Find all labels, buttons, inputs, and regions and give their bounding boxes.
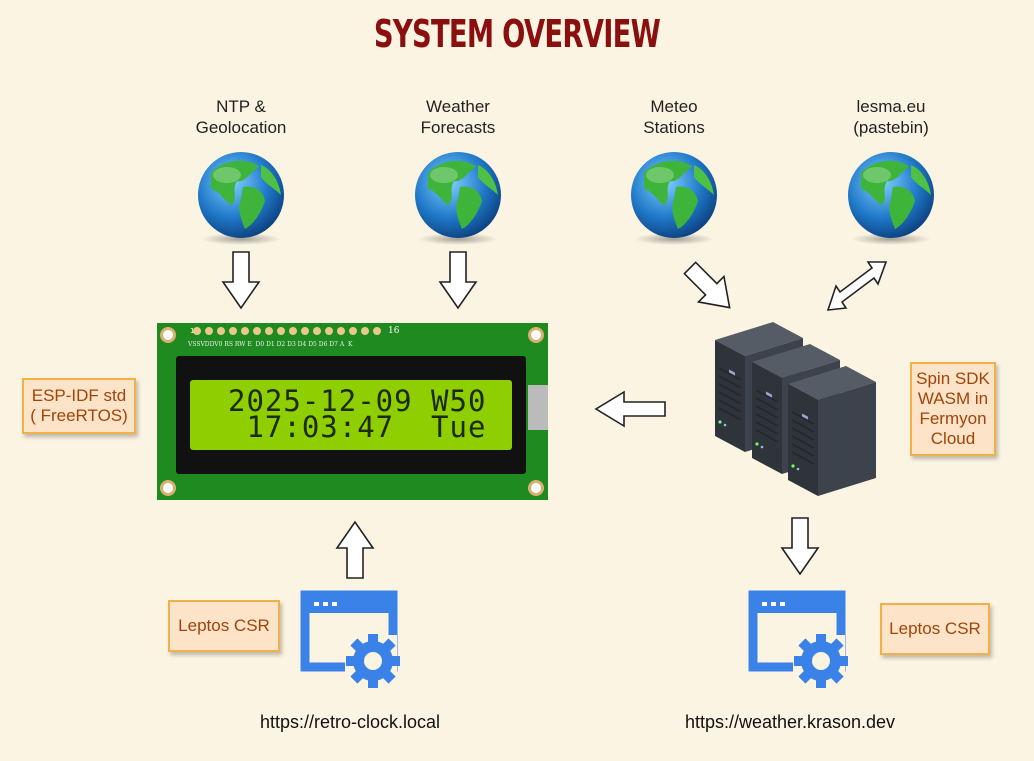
page-title: SYSTEM OVERVIEW bbox=[373, 12, 661, 56]
note-leptos-left: Leptos CSR bbox=[168, 600, 280, 652]
server-rack-icon bbox=[714, 321, 877, 497]
lcd-pin-labels: VSSVDDV0 RS RW E D0 D1 D2 D3 D4 D5 D6 D7… bbox=[188, 341, 353, 348]
arrow-left-icon bbox=[594, 390, 666, 428]
label-line: Stations bbox=[643, 118, 705, 137]
globe-icon bbox=[198, 152, 284, 245]
lcd-pin bbox=[373, 327, 381, 335]
label-line: Geolocation bbox=[195, 118, 287, 137]
lcd-pin bbox=[289, 327, 297, 335]
label-line: (pastebin) bbox=[853, 118, 929, 137]
lcd-line-2: 17:03:47 Tue bbox=[228, 410, 487, 444]
note-line: Cloud bbox=[930, 429, 976, 448]
lcd-pin bbox=[277, 327, 285, 335]
lcd-pin bbox=[337, 327, 345, 335]
lcd-pin bbox=[349, 327, 357, 335]
globe-icon bbox=[848, 152, 934, 245]
label-line: Forecasts bbox=[420, 118, 496, 137]
label-line: lesma.eu bbox=[856, 97, 926, 116]
lcd-pin bbox=[325, 327, 333, 335]
lcd-pin bbox=[361, 327, 369, 335]
arrow-down-icon bbox=[439, 251, 477, 309]
note-leptos-right: Leptos CSR bbox=[880, 603, 990, 655]
url-weather: https://weather.krason.dev bbox=[684, 712, 896, 732]
label-line: Meteo bbox=[650, 97, 698, 116]
lcd-pin bbox=[241, 327, 249, 335]
note-line: Spin SDK bbox=[916, 369, 990, 388]
web-app-settings-icon bbox=[748, 590, 858, 690]
note-line: ESP-IDF std bbox=[31, 386, 127, 405]
lcd-pin-last: 16 bbox=[388, 326, 400, 336]
globe-icon bbox=[631, 152, 717, 245]
label-line: NTP & bbox=[216, 97, 266, 116]
arrow-up-icon bbox=[336, 521, 374, 579]
arrow-down-icon bbox=[781, 517, 819, 575]
lcd-module bbox=[157, 323, 548, 500]
lcd-pin bbox=[265, 327, 273, 335]
lcd-pin bbox=[205, 327, 213, 335]
source-label-lesma: lesma.eu (pastebin) bbox=[811, 96, 971, 138]
label-line: Weather bbox=[426, 97, 490, 116]
arrow-bidirectional-icon bbox=[826, 261, 888, 311]
source-label-ntp: NTP & Geolocation bbox=[161, 96, 321, 138]
note-line: WASM in bbox=[917, 389, 989, 408]
note-line: Fermyon bbox=[919, 409, 987, 428]
lcd-pin-first: 1 bbox=[190, 327, 195, 335]
note-esp-idf: ESP-IDF std( FreeRTOS) bbox=[22, 378, 136, 434]
lcd-pin bbox=[253, 327, 261, 335]
lcd-line-1: 2025-12-09 W50 bbox=[228, 384, 487, 418]
lcd-pin bbox=[301, 327, 309, 335]
arrow-down-icon bbox=[222, 251, 260, 309]
lcd-pin bbox=[193, 327, 201, 335]
lcd-pin bbox=[229, 327, 237, 335]
arrow-diagonal-icon bbox=[676, 254, 744, 322]
lcd-pin bbox=[217, 327, 225, 335]
url-retro-clock: https://retro-clock.local bbox=[259, 712, 441, 732]
lcd-pin bbox=[313, 327, 321, 335]
web-app-settings-icon bbox=[300, 590, 410, 690]
globe-icon bbox=[415, 152, 501, 245]
note-line: ( FreeRTOS) bbox=[30, 406, 128, 425]
